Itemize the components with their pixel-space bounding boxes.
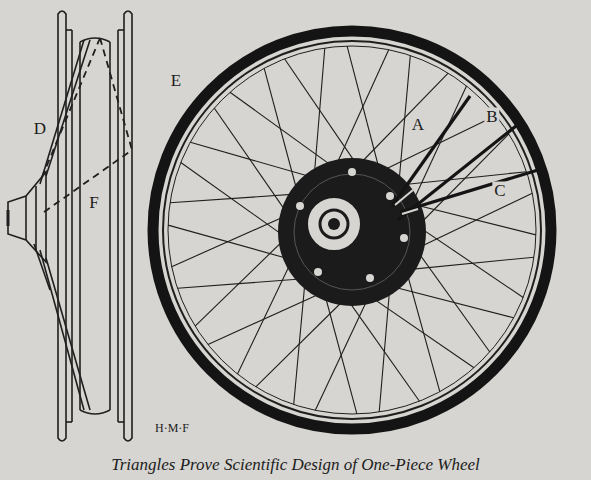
spoke (238, 253, 296, 375)
spoke (178, 278, 314, 288)
spoke (190, 142, 322, 180)
spoke (398, 56, 410, 194)
spoke (208, 288, 332, 344)
spoke (315, 288, 372, 410)
spoke (412, 134, 509, 232)
part-label: A (410, 116, 426, 133)
spoke (411, 242, 490, 352)
part-label: C (492, 182, 507, 199)
spoke (332, 50, 389, 176)
artist-initials: H·M·F (153, 422, 191, 434)
spoke (294, 271, 306, 405)
spoke (408, 86, 466, 212)
part-label: D (32, 120, 48, 137)
part-label: B (484, 108, 499, 125)
part-label: F (87, 194, 100, 211)
spoke (195, 232, 292, 326)
spoke (382, 284, 514, 318)
spoke (285, 59, 363, 173)
caption: Triangles Prove Scientific Design of One… (0, 456, 591, 475)
spoke (404, 262, 440, 392)
part-label: E (169, 72, 183, 89)
spoke (214, 108, 293, 222)
spoke (362, 291, 474, 368)
spoke (181, 163, 293, 243)
spoke (411, 222, 523, 298)
spoke (342, 291, 420, 401)
spoke (264, 68, 300, 202)
spoke (172, 212, 296, 267)
spoke (230, 92, 342, 173)
